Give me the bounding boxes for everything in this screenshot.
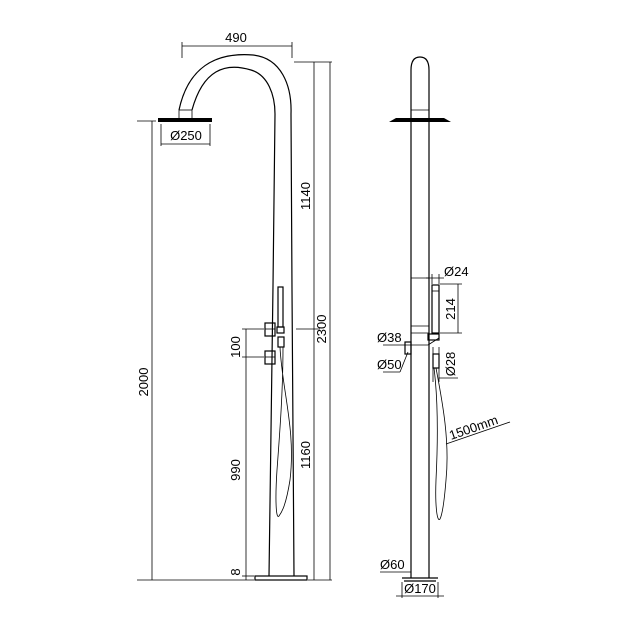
dim-hose-length-label: 1500mm	[447, 412, 500, 443]
hand-shower	[277, 286, 284, 328]
dim-handle-diameter-label: Ø50	[377, 357, 402, 372]
dim-valve-spacing-label: 100	[228, 336, 243, 358]
dim-2300: 1140 1160 2300	[294, 61, 332, 581]
side-handle	[404, 341, 412, 355]
dim-total-height-label: 2300	[314, 315, 329, 344]
hand-shower-holder	[277, 336, 285, 348]
column-outline-inner	[178, 54, 295, 577]
dim-handshower-length-label: 214	[443, 298, 458, 320]
dim-holder-diameter-label: Ø38	[377, 330, 402, 345]
dim-column-diameter-label: Ø60	[380, 557, 405, 572]
dim-valves: 100 990 8	[228, 328, 264, 580]
dim-diameter-250: Ø250	[160, 124, 211, 146]
dim-column-lower-label: 1160	[298, 441, 313, 469]
side-holder	[427, 333, 440, 341]
dim-arm-width-label: 490	[225, 30, 247, 45]
side-shower-head	[389, 118, 451, 122]
dim-column-upper-label: 1140	[298, 182, 313, 210]
dim-handshower-diameter-label: Ø24	[444, 264, 469, 279]
dim-valve-height-label: 990	[228, 459, 243, 481]
lower-valve-knob	[264, 350, 276, 365]
base-plate	[254, 575, 308, 581]
dim-overall-height-label: 2000	[136, 368, 151, 397]
front-view: 490 Ø250 2000 1140 1160 2300	[136, 30, 332, 581]
side-column-outline	[410, 56, 430, 578]
upper-valve-knob	[264, 322, 276, 337]
side-hand-shower	[431, 284, 440, 334]
side-view: Ø24 214 Ø38 Ø50 Ø28 1500mm Ø60 Ø170	[377, 56, 511, 598]
dim-490: 490	[181, 30, 293, 58]
dim-base-diameter-label: Ø170	[404, 581, 436, 596]
dim-2000: 2000	[136, 120, 254, 581]
dim-outlet-diameter-label: Ø28	[443, 352, 458, 377]
hose	[275, 346, 292, 517]
shower-head	[158, 118, 212, 122]
side-outlet	[432, 353, 440, 369]
side-hose	[433, 367, 448, 520]
column-outline	[191, 66, 276, 577]
dim-base-plate-label: 8	[228, 568, 243, 575]
dim-head-diameter-label: Ø250	[170, 128, 202, 143]
